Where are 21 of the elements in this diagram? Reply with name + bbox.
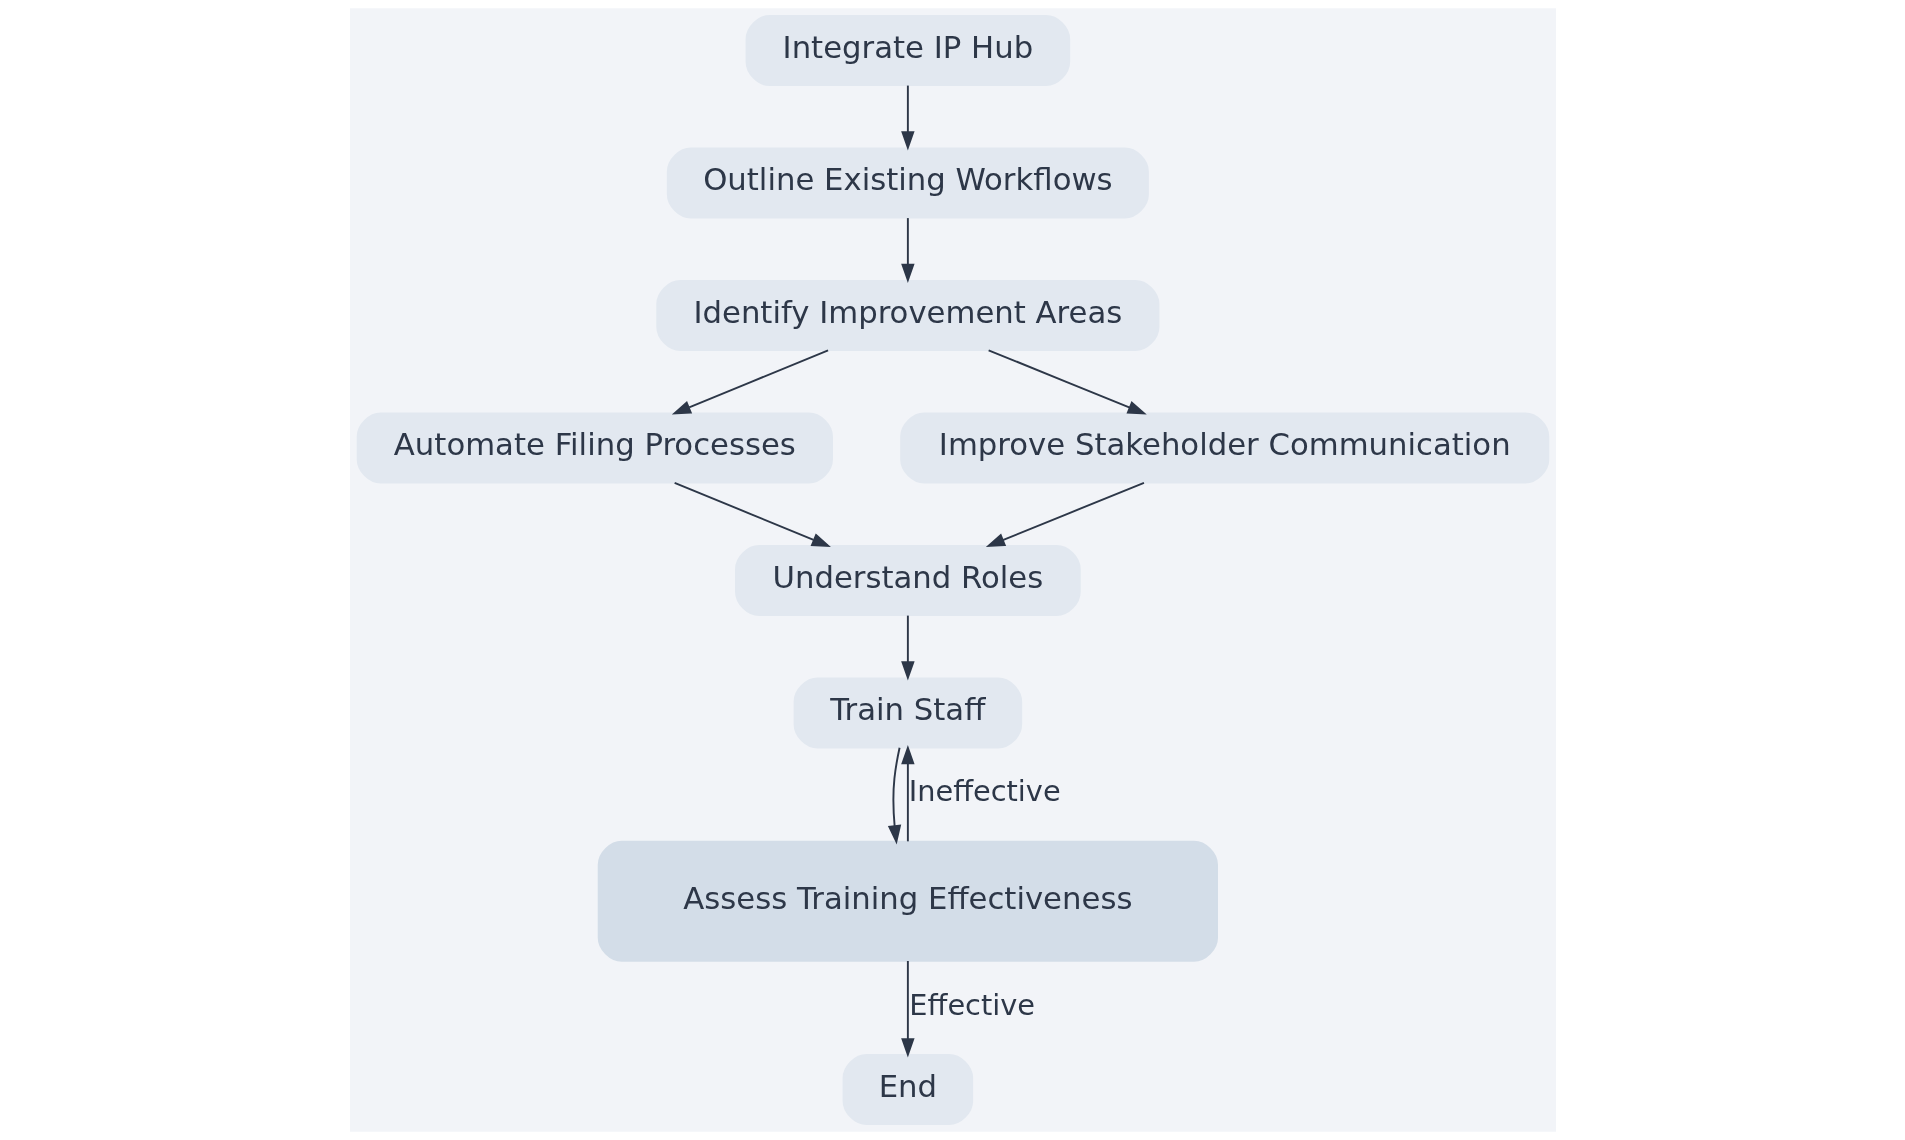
node-box: Assess Training Effectiveness — [597, 840, 1218, 962]
edge-label: Effective — [908, 987, 1035, 1022]
node-box: Outline Existing Workflows — [666, 147, 1149, 219]
arrow — [985, 481, 1145, 547]
arrow — [900, 960, 915, 1058]
arrow — [987, 349, 1147, 415]
arrow — [900, 745, 915, 843]
arrow — [900, 614, 915, 681]
node-box: Train Staff — [793, 677, 1022, 749]
node-box: Automate Filing Processes — [356, 412, 833, 484]
node-box: Integrate IP Hub — [745, 15, 1070, 87]
arrow — [671, 349, 829, 415]
node-box: Understand Roles — [734, 545, 1081, 617]
node-box: Improve Stakeholder Communication — [899, 412, 1549, 484]
arrow — [900, 84, 915, 151]
edge-label: Ineffective — [908, 774, 1061, 809]
node-box: Identify Improvement Areas — [655, 280, 1159, 352]
arrow — [673, 481, 831, 547]
arrow — [900, 217, 915, 284]
arrow — [887, 746, 901, 845]
node-box: End — [842, 1053, 973, 1125]
